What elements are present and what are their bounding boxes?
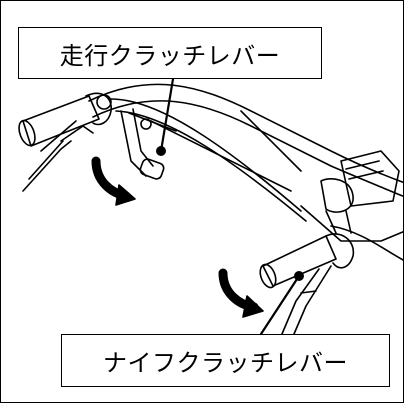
curved-arrow-icon xyxy=(91,156,136,206)
travel-clutch-lever-label: 走行クラッチレバー xyxy=(18,27,322,79)
handlebar xyxy=(88,83,403,222)
curved-arrow-icon xyxy=(218,268,264,318)
travel-clutch-lever-drawing xyxy=(120,108,177,180)
leader-dot-knife xyxy=(294,271,304,281)
knife-clutch-lever-drawing xyxy=(278,265,332,342)
right-controls xyxy=(300,150,403,261)
leader-dot-travel xyxy=(156,146,166,156)
left-grip xyxy=(18,92,112,192)
right-grip xyxy=(259,233,355,289)
knife-clutch-lever-label: ナイフクラッチレバー xyxy=(61,334,390,387)
leader-line-travel xyxy=(159,77,175,153)
leader-line-knife xyxy=(259,274,301,336)
